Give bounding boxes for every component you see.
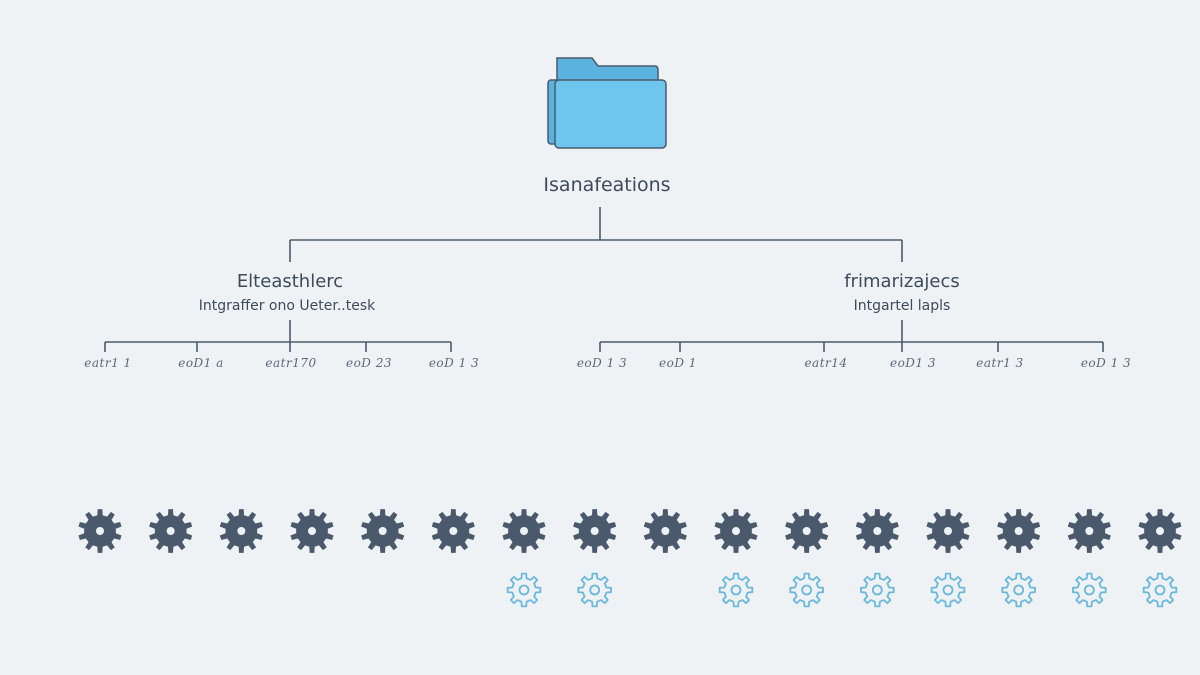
branch-title: Elteasthlerc xyxy=(237,271,343,292)
root-label: Isanafeations xyxy=(543,174,670,196)
gear-icon xyxy=(78,509,122,553)
gear-outline-icon xyxy=(577,572,612,608)
gear-icon xyxy=(1067,509,1111,553)
folder-icon xyxy=(547,57,667,149)
gear-icon xyxy=(997,509,1041,553)
gear-icon xyxy=(714,509,758,553)
gear-icon xyxy=(502,509,546,553)
leaf-label: eoD 1 3 xyxy=(1081,356,1131,370)
gear-icon xyxy=(361,509,405,553)
gear-icon xyxy=(290,509,334,553)
gear-row-light xyxy=(506,572,1178,608)
gear-row-dark xyxy=(78,509,1182,553)
gear-icon xyxy=(219,509,263,553)
leaf-label: eatr14 xyxy=(804,356,847,370)
leaf-label: eoD 23 xyxy=(346,356,392,370)
gear-outline-icon xyxy=(1001,572,1036,608)
gear-outline-icon xyxy=(1142,572,1178,608)
gear-icon xyxy=(785,509,829,553)
branch-left: Elteasthlerc Intgraffer ono Ueter..tesk … xyxy=(84,271,479,370)
leaf-label: eatr170 xyxy=(265,356,316,370)
gear-icon xyxy=(149,509,193,553)
leaf-label: eatr1 3 xyxy=(976,356,1023,370)
leaf-label: eoD1 a xyxy=(178,356,224,370)
gear-icon xyxy=(573,509,617,553)
gear-icon xyxy=(643,509,687,553)
gear-outline-icon xyxy=(789,572,824,608)
gear-icon xyxy=(926,509,970,553)
gear-icon xyxy=(855,509,899,553)
leaf-label: eoD 1 3 xyxy=(429,356,479,370)
leaf-label: eoD 1 3 xyxy=(577,356,627,370)
gear-icon xyxy=(431,509,475,553)
gear-outline-icon xyxy=(930,572,966,608)
branch-subtitle: Intgraffer ono Ueter..tesk xyxy=(199,298,376,314)
gear-outline-icon xyxy=(860,572,895,608)
gear-icon xyxy=(1138,509,1182,553)
gear-outline-icon xyxy=(718,572,754,608)
leaf-label: eoD 1 xyxy=(659,356,697,370)
gear-outline-icon xyxy=(506,572,542,608)
leaf-label: eoD1 3 xyxy=(890,356,936,370)
branch-subtitle: Intgartel lapls xyxy=(854,298,951,314)
branch-right: frimarizajecs Intgartel lapls eoD 1 3 eo… xyxy=(577,271,1131,370)
gear-outline-icon xyxy=(1072,572,1107,608)
leaf-label: eatr1 1 xyxy=(84,356,131,370)
branch-title: frimarizajecs xyxy=(844,271,960,292)
